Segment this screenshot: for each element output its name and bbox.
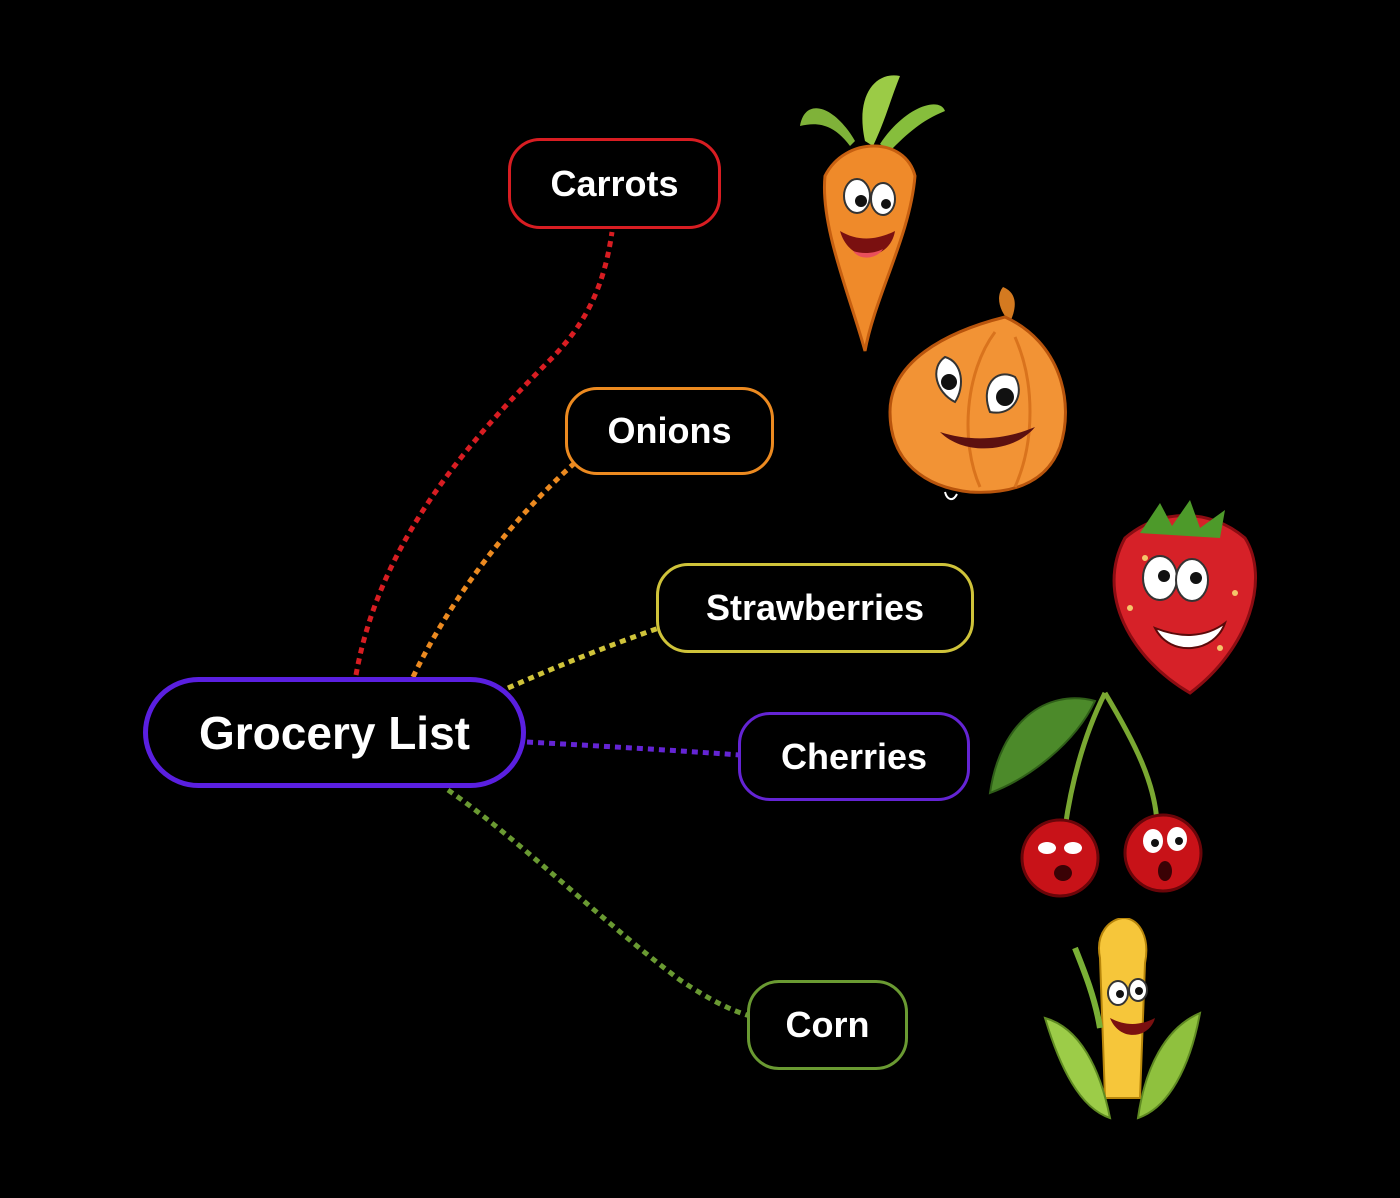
node-corn[interactable]: Corn xyxy=(747,980,908,1070)
node-strawberries[interactable]: Strawberries xyxy=(656,563,974,653)
connector-strawberries xyxy=(506,625,660,691)
connector-carrots xyxy=(353,231,615,676)
node-cherries[interactable]: Cherries xyxy=(738,712,970,801)
node-carrots[interactable]: Carrots xyxy=(508,138,721,229)
connector-onions xyxy=(410,458,580,679)
cartoon-strawberry-icon xyxy=(1112,500,1258,695)
cartoon-carrot-icon xyxy=(800,75,945,352)
connector-corn xyxy=(446,787,751,1019)
center-node[interactable]: Grocery List xyxy=(143,677,526,788)
cartoon-corn-icon xyxy=(1043,918,1202,1120)
connector-cherries xyxy=(526,739,741,758)
node-onions[interactable]: Onions xyxy=(565,387,774,475)
cartoon-cherries-icon xyxy=(988,691,1203,898)
cartoon-onion-icon xyxy=(888,287,1067,500)
